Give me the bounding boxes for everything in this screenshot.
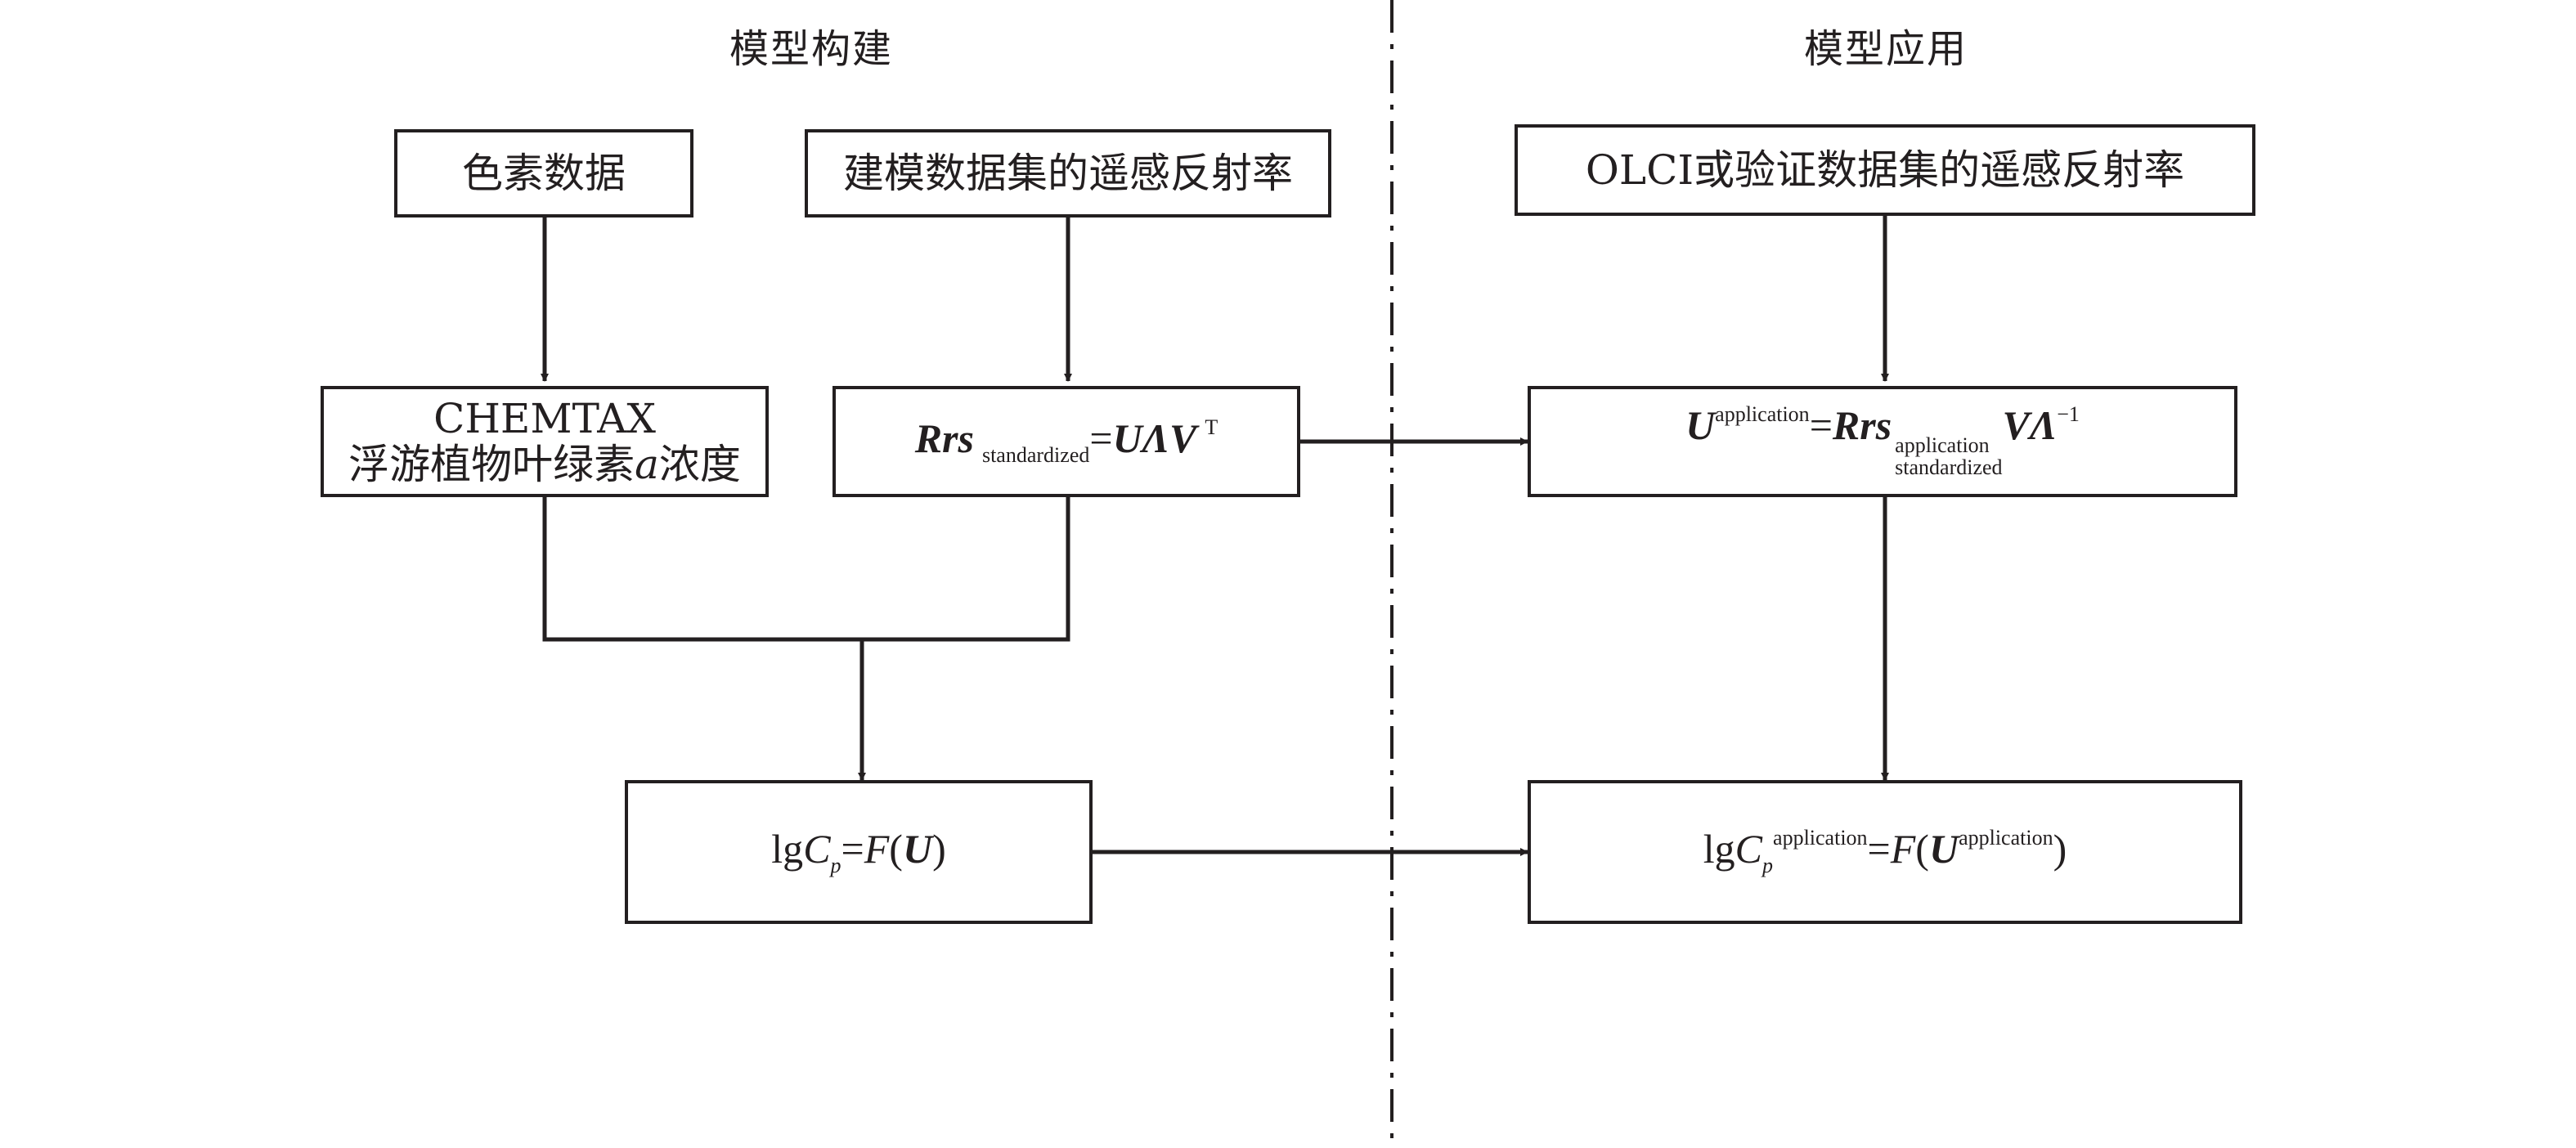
- lgcp-app-lg: lg: [1703, 826, 1735, 872]
- u-app-lambda: Λ: [2029, 402, 2058, 449]
- svd-sup: T: [1205, 415, 1218, 439]
- lgcp-u: U: [902, 825, 933, 872]
- lgcp-f: F: [864, 825, 890, 872]
- lgcp-app-u-sup: application: [1959, 826, 2053, 850]
- chemtax-line2-var: a: [635, 441, 659, 488]
- lgcp-app-f: F: [1890, 826, 1916, 872]
- u-app-sup: application: [1715, 402, 1810, 427]
- svd-u: U: [1112, 415, 1142, 461]
- section-title-model-application: 模型应用: [1804, 26, 1968, 72]
- lgcp-app-c: C: [1735, 826, 1763, 872]
- node-lgcp: lgCp=F(U): [625, 780, 1093, 924]
- lgcp-app-lp: (: [1915, 826, 1929, 872]
- node-olci-rrs-label: OLCI或验证数据集的遥感反射率: [1585, 146, 2185, 194]
- u-app-stack-top: application: [1895, 433, 1990, 458]
- u-app-stack-bottom: standardized: [1895, 455, 2003, 479]
- u-app-v: V: [2002, 402, 2030, 449]
- lgcp-lp: (: [889, 825, 903, 872]
- node-modeling-rrs-label: 建模数据集的遥感反射率: [843, 150, 1293, 197]
- lgcp-application-formula: lgCpapplication=F(Uapplication): [1703, 827, 2067, 877]
- lgcp-lg: lg: [771, 825, 804, 872]
- svd-lambda: Λ: [1142, 415, 1170, 461]
- lgcp-app-sup: application: [1773, 826, 1868, 850]
- lgcp-app-p: p: [1762, 854, 1774, 877]
- lgcp-app-eq: =: [1867, 826, 1891, 872]
- chemtax-line2-suffix: 浓度: [658, 441, 741, 488]
- lgcp-eq: =: [841, 825, 864, 872]
- node-pigment-data-label: 色素数据: [462, 150, 626, 197]
- u-app-u: U: [1685, 402, 1716, 449]
- u-app-eq: =: [1809, 402, 1833, 449]
- svd-eq: =: [1089, 415, 1113, 461]
- node-chemtax: CHEMTAX 浮游植物叶绿素a浓度: [321, 386, 769, 497]
- chemtax-line2-prefix: 浮游植物叶绿素: [348, 441, 635, 488]
- u-app-rrs: Rrs: [1832, 402, 1892, 449]
- svd-v: V: [1169, 415, 1197, 461]
- svd-rrs: Rrs: [914, 415, 974, 461]
- lgcp-app-rp: ): [2053, 826, 2067, 872]
- node-lgcp-application: lgCpapplication=F(Uapplication): [1528, 780, 2242, 924]
- lgcp-app-u: U: [1928, 826, 1959, 872]
- lgcp-rp: ): [932, 825, 946, 872]
- node-chemtax-line1: CHEMTAX: [433, 395, 656, 442]
- lgcp-formula: lgCp=F(U): [771, 828, 945, 877]
- section-title-model-construction: 模型构建: [729, 26, 894, 72]
- merge-connector: [542, 497, 1070, 642]
- u-app-inv: −1: [2057, 402, 2080, 427]
- node-chemtax-line2: 浮游植物叶绿素a浓度: [348, 442, 741, 487]
- lgcp-c: C: [803, 825, 831, 872]
- node-modeling-rrs: 建模数据集的遥感反射率: [805, 129, 1331, 217]
- svd-sub: standardized: [981, 443, 1090, 467]
- lgcp-p: p: [830, 853, 841, 877]
- node-olci-rrs: OLCI或验证数据集的遥感反射率: [1515, 124, 2255, 216]
- node-pigment-data: 色素数据: [394, 129, 693, 217]
